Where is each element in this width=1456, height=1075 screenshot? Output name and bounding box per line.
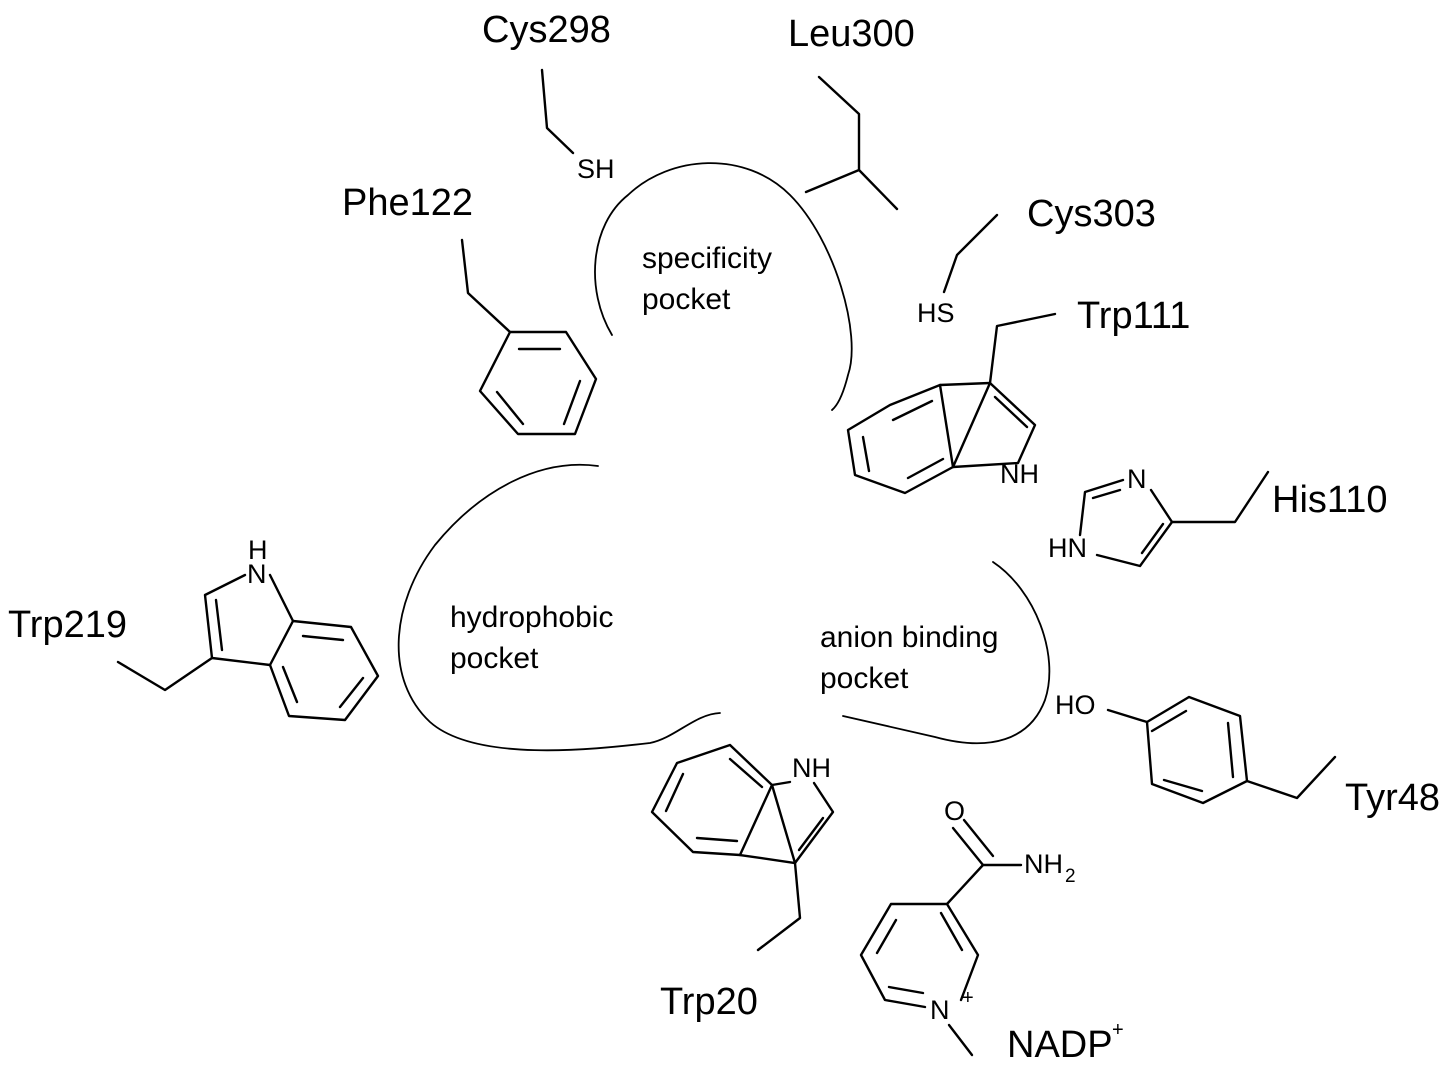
trp111-nh-label: NH (1000, 459, 1039, 489)
nadp-o-label: O (944, 796, 965, 826)
nadp-n-charge: + (962, 987, 974, 1009)
hydrophobic-pocket-label-line1: hydrophobic (450, 601, 613, 634)
anion-binding-pocket-outline (842, 561, 1051, 745)
hydrophobic-pocket-label-line2: pocket (450, 642, 539, 675)
nadp-label-charge: + (1112, 1019, 1124, 1041)
trp111-structure: Trp111 NH (846, 295, 1190, 495)
trp111-label: Trp111 (1077, 295, 1190, 337)
trp219-label: Trp219 (8, 604, 127, 646)
leu300-label: Leu300 (788, 13, 915, 55)
specificity-pocket-label-line2: pocket (642, 283, 731, 316)
cys303-hs-label: HS (917, 298, 955, 328)
anion-pocket-label-line2: pocket (820, 662, 909, 695)
anion-pocket-label-line1: anion binding (820, 621, 999, 654)
his110-n-label: N (1127, 464, 1147, 494)
trp20-label: Trp20 (660, 981, 758, 1023)
cys303-label: Cys303 (1027, 193, 1156, 235)
specificity-pocket-label-line1: specificity (642, 242, 772, 275)
nadp-nh-label: NH (1024, 849, 1063, 879)
nadp-label: NADP (1007, 1024, 1113, 1066)
trp20-nh-label: NH (792, 753, 831, 783)
nadp-nh2-subscript: 2 (1065, 866, 1076, 887)
his110-label: His110 (1272, 479, 1387, 521)
cys303-structure: Cys303 HS (917, 193, 1156, 328)
phe122-label: Phe122 (342, 182, 473, 224)
phe122-structure: Phe122 (342, 182, 598, 436)
leu300-structure: Leu300 (788, 13, 915, 211)
his110-hn-label: HN (1048, 533, 1087, 563)
trp219-structure: Trp219 H N (8, 535, 380, 722)
his110-structure: His110 N HN (1048, 464, 1387, 568)
hydrophobic-pocket-outline (397, 463, 721, 752)
nadp-n-label: N (930, 995, 950, 1025)
trp20-structure: Trp20 NH (650, 743, 835, 1023)
tyr48-structure: Tyr48 HO (1055, 690, 1440, 819)
specificity-pocket-outline (594, 162, 853, 411)
cys298-label: Cys298 (482, 9, 611, 51)
cys298-sh-label: SH (577, 154, 615, 184)
cys298-structure: Cys298 SH (482, 9, 615, 184)
nadp-structure: O NH 2 N + NADP + (859, 796, 1124, 1066)
trp219-n-label: N (247, 559, 267, 589)
tyr48-ho-label: HO (1055, 690, 1096, 720)
trp219-h-label: H (248, 535, 268, 565)
tyr48-label: Tyr48 (1345, 777, 1440, 819)
